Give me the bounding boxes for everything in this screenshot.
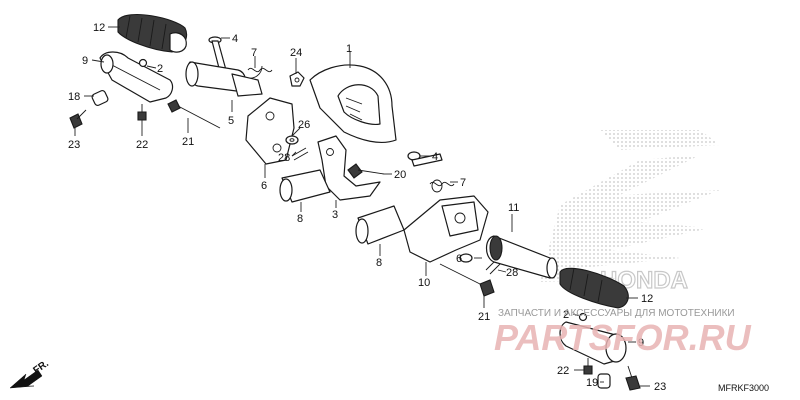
peg-shaft-5 xyxy=(185,61,263,97)
callout-24: 24 xyxy=(290,47,302,59)
footpeg-rubber-right xyxy=(559,267,629,309)
washer-2-top xyxy=(138,58,148,68)
callout-28-top: 28 xyxy=(278,152,290,164)
bracket-10 xyxy=(403,195,489,263)
peg-shaft-11 xyxy=(485,235,558,279)
nut-24 xyxy=(289,71,305,87)
pin-19 xyxy=(597,373,611,389)
callout-23-lower: 23 xyxy=(654,381,666,393)
front-arrow-icon xyxy=(9,369,43,389)
watermark-caption: ЗАПЧАСТИ И АКСЕССУАРЫ ДЛЯ МОТОТЕХНИКИ xyxy=(498,308,735,319)
callout-7-top: 7 xyxy=(251,47,257,59)
washer-26-lower xyxy=(459,253,473,263)
pin-18 xyxy=(91,89,109,107)
callout-12-right: 12 xyxy=(641,293,653,305)
watermark-brand: PARTSFOR.RU xyxy=(494,317,752,358)
callout-1: 1 xyxy=(346,43,352,55)
callout-2-top: 2 xyxy=(157,63,163,75)
washer-2-lower xyxy=(578,312,588,322)
callout-22-left: 22 xyxy=(136,139,148,151)
collar-8-upper xyxy=(279,169,331,203)
callout-26-top: 26 xyxy=(298,119,310,131)
callout-18: 18 xyxy=(68,91,80,103)
callout-6: 6 xyxy=(261,180,267,192)
collar-8-lower xyxy=(355,205,405,245)
callout-5: 5 xyxy=(228,115,234,127)
pivot-pin-4-mid xyxy=(407,151,443,167)
callout-8-lower: 8 xyxy=(376,257,382,269)
watermark: ЗАПЧАСТИ И АКСЕССУАРЫ ДЛЯ МОТОТЕХНИКИ PA… xyxy=(494,308,752,358)
callout-22-lower: 22 xyxy=(557,365,569,377)
callout-7-mid: 7 xyxy=(460,177,466,189)
bolt-22-lower xyxy=(583,358,593,375)
callout-9-left: 9 xyxy=(82,55,88,67)
footpeg-holder-left xyxy=(99,51,174,103)
bolt-23-lower xyxy=(625,365,641,391)
callout-21-left: 21 xyxy=(182,136,194,148)
bolt-20 xyxy=(347,163,385,179)
front-direction-indicator: FR. xyxy=(9,358,51,389)
callout-8-upper: 8 xyxy=(297,213,303,225)
bolt-22-left xyxy=(137,104,147,121)
callout-4-top: 4 xyxy=(232,33,238,45)
callout-19: 19 xyxy=(586,377,598,389)
callout-labels: 12 9 2 18 23 22 21 4 7 5 24 1 6 26 28 3 … xyxy=(68,22,666,393)
footpeg-holder-right xyxy=(559,321,627,365)
callout-28-lower: 28 xyxy=(506,267,518,279)
callout-21-lower: 21 xyxy=(478,311,490,323)
bolt-23-left xyxy=(69,109,87,129)
callout-23-left: 23 xyxy=(68,139,80,151)
leader-lines xyxy=(74,26,650,387)
callout-10: 10 xyxy=(418,277,430,289)
callout-26-lower: 6 xyxy=(456,253,462,265)
washer-26 xyxy=(285,135,299,145)
bolt-21-lower xyxy=(439,263,495,297)
callout-4-mid: 4 xyxy=(432,151,438,163)
callout-3: 3 xyxy=(332,209,338,221)
spring-7-mid xyxy=(429,179,455,193)
heel-guard-1 xyxy=(309,64,397,144)
callout-11: 11 xyxy=(508,202,519,214)
footpeg-rubber-left xyxy=(117,13,188,53)
split-pin-28-top xyxy=(291,147,309,161)
bolt-21-left xyxy=(167,99,221,129)
stay-bracket-3 xyxy=(317,135,381,201)
callout-2-lower: 2 xyxy=(563,309,569,321)
diagram-code: MFRKF3000 xyxy=(718,383,769,393)
callout-12-left: 12 xyxy=(93,22,105,34)
spring-7-top xyxy=(244,65,273,79)
callout-9-right: 9 xyxy=(638,337,644,349)
callout-20: 20 xyxy=(394,169,406,181)
